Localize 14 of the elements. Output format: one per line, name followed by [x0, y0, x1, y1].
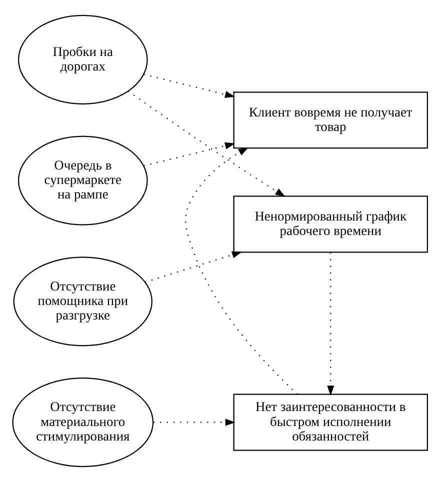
arrow: [144, 73, 236, 98]
arrow: [144, 142, 236, 166]
node-box: Нет заинтересованности в быстром исполнении обязанностей: [233, 393, 428, 450]
node-ellipse: Пробки на дорогах: [18, 14, 148, 104]
arrow: [185, 146, 298, 394]
node-ellipse: Очередь в супермаркете на рампе: [18, 135, 148, 225]
node-box: Клиент вовремя не получает товар: [233, 91, 428, 148]
node-ellipse: Отсутствие материального стимулирования: [12, 377, 154, 467]
arrow: [128, 90, 286, 196]
node-box: Ненормированный график рабочего времени: [233, 195, 428, 252]
arrow: [144, 250, 242, 282]
node-ellipse: Отсутствие помощника при разгрузке: [13, 256, 152, 346]
arrow: [153, 418, 236, 426]
arrow: [327, 252, 334, 396]
